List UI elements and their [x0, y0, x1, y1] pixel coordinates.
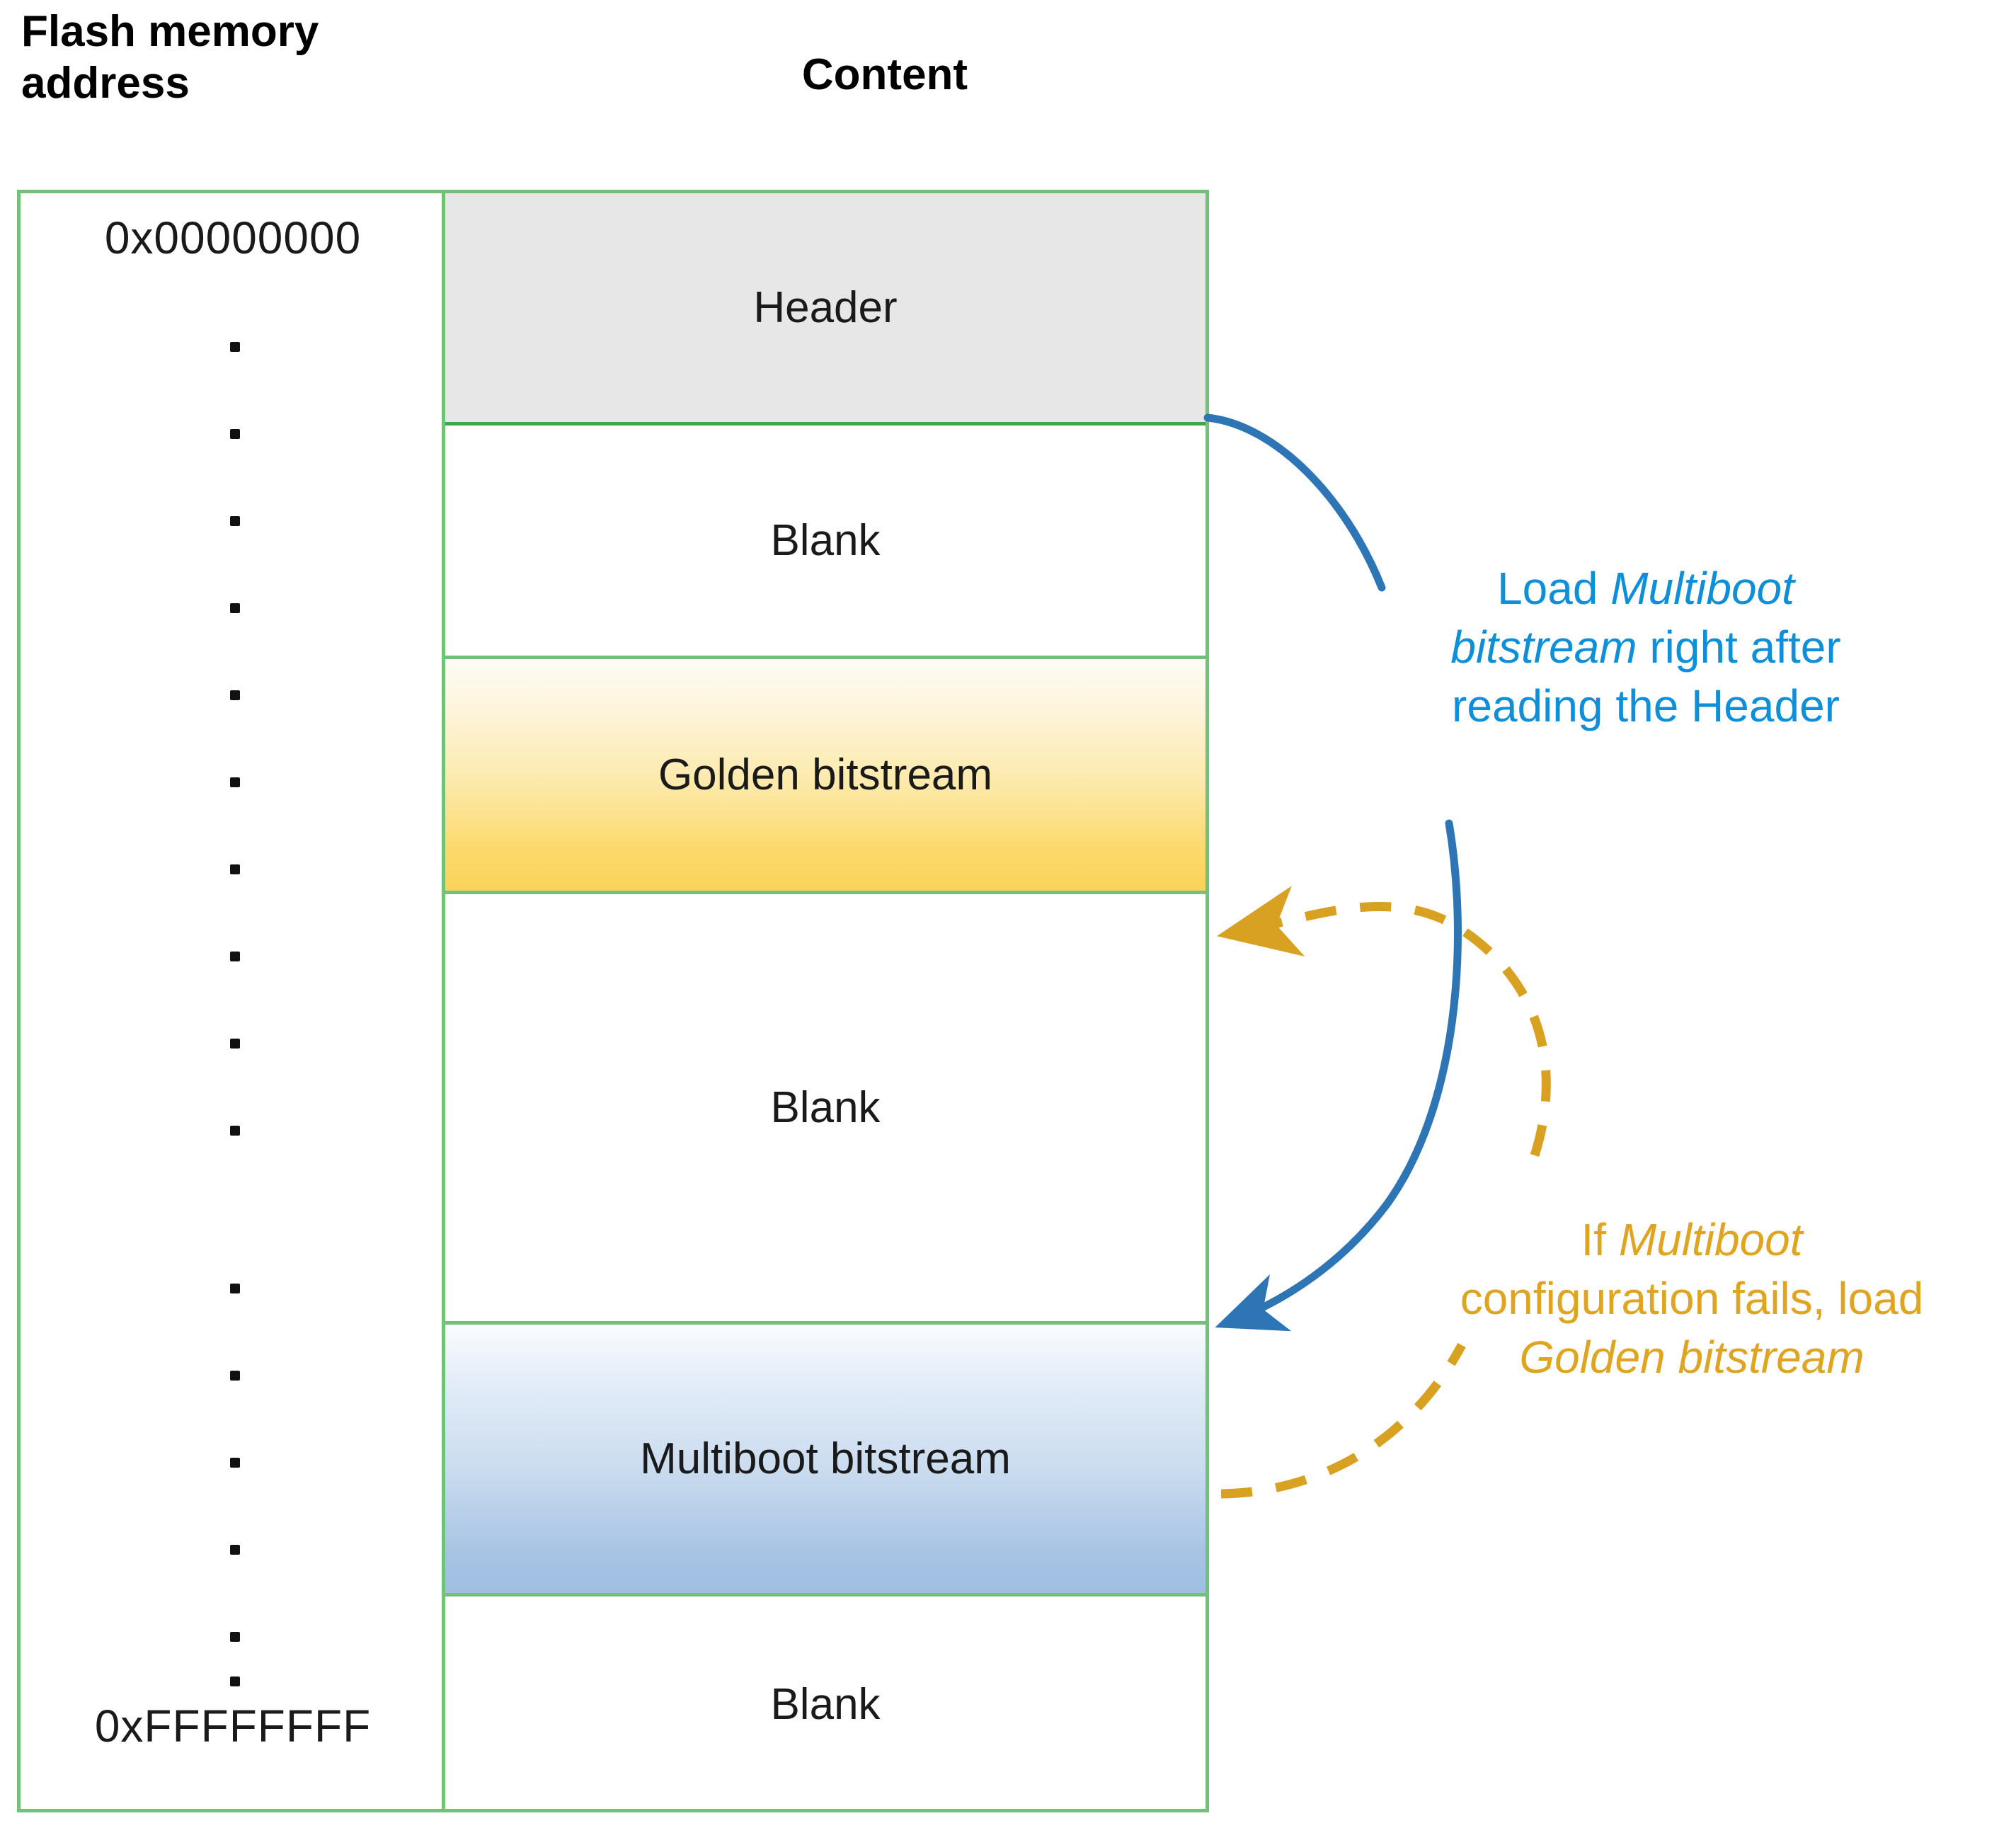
flash-memory-address-heading: Flash memory address [21, 7, 319, 108]
memory-region-label: Golden bitstream [658, 750, 993, 799]
flash-memory-map-table: 0x00000000 0xFFFFFFFF Header Blank Golde… [17, 190, 1209, 1812]
memory-region-header: Header [445, 193, 1205, 425]
memory-region-label: Blank [770, 1680, 881, 1729]
blue-line3-plain: reading the Header [1452, 680, 1840, 732]
memory-region-blank-3: Blank [445, 1596, 1205, 1812]
ellipsis-dot [230, 690, 240, 700]
ellipsis-dot [230, 1284, 240, 1293]
blue-line1-emphasis: Multiboot [1610, 563, 1794, 614]
memory-region-label: Blank [770, 516, 881, 565]
orange-line3-emphasis: Golden bitstream [1519, 1332, 1865, 1383]
ellipsis-dot [230, 952, 240, 961]
orange-fallback-arrow-tail [1216, 886, 1551, 1157]
ellipsis-dot [230, 1371, 240, 1381]
blue-line1-plain: Load [1497, 563, 1611, 614]
blue-annotation-text: Load Multiboot bitstream right after rea… [1348, 559, 1943, 736]
orange-annotation-text: If Multiboot configuration fails, load G… [1384, 1211, 2000, 1388]
content-heading: Content [801, 50, 968, 99]
ellipsis-dot [230, 603, 240, 613]
memory-region-blank-1: Blank [445, 425, 1205, 659]
address-start-label: 0x00000000 [104, 212, 362, 263]
ellipsis-dot [230, 1632, 240, 1642]
blue-line2-emphasis: bitstream [1450, 622, 1637, 673]
ellipsis-dot [230, 1458, 240, 1468]
orange-line1-plain: If [1581, 1214, 1619, 1265]
memory-region-multiboot-bitstream: Multiboot bitstream [445, 1325, 1205, 1596]
address-end-label: 0xFFFFFFFF [94, 1701, 372, 1752]
address-column: 0x00000000 0xFFFFFFFF [21, 193, 445, 1809]
ellipsis-dot [230, 342, 240, 352]
ellipsis-dot [230, 864, 240, 874]
ellipsis-dot [230, 777, 240, 787]
memory-region-blank-2: Blank [445, 894, 1205, 1325]
memory-region-label: Multiboot bitstream [640, 1434, 1011, 1483]
ellipsis-dot [230, 1545, 240, 1555]
memory-region-label: Header [753, 283, 898, 332]
orange-line2-plain: configuration fails, load [1460, 1273, 1924, 1325]
blue-line2-plain: right after [1637, 622, 1841, 673]
ellipsis-dot [230, 429, 240, 439]
memory-region-label: Blank [770, 1083, 881, 1132]
ellipsis-dot [230, 1039, 240, 1049]
content-column: Header Blank Golden bitstream Blank Mult… [445, 193, 1205, 1809]
memory-region-golden-bitstream: Golden bitstream [445, 659, 1205, 894]
orange-line1-emphasis: Multiboot [1618, 1214, 1803, 1265]
ellipsis-dot [230, 516, 240, 526]
ellipsis-dot [230, 1126, 240, 1136]
ellipsis-dot [230, 1676, 240, 1686]
